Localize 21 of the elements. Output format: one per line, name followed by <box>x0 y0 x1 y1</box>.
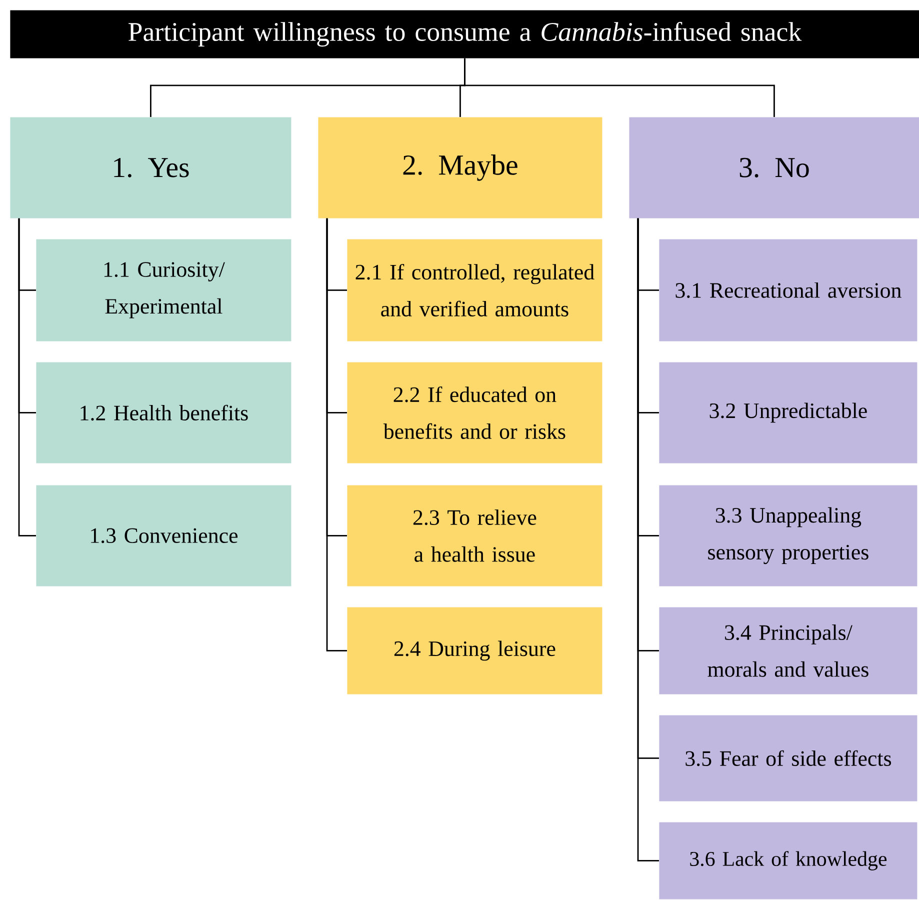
theme-box: 3.5 Fear of side effects <box>659 715 918 802</box>
theme-box: 2.3 To relieve a health issue <box>347 485 602 586</box>
title-bar: Participant willingness to consume a Cannabis-infused snack <box>10 10 919 58</box>
connector-line <box>326 218 347 652</box>
theme-box: 3.3 Unappealing sensory properties <box>659 485 918 586</box>
theme-box: 1.1 Curiosity/ Experimental <box>36 239 292 342</box>
theme-box: 2.4 During leisure <box>347 607 602 694</box>
theme-box: 1.2 Health benefits <box>36 362 292 464</box>
theme-box: 3.1 Recreational aversion <box>659 239 918 342</box>
category-box: 2. Maybe <box>318 117 602 218</box>
theme-box: 3.4 Principals/ morals and values <box>659 607 918 694</box>
theme-box: 3.6 Lack of knowledge <box>659 822 918 900</box>
category-box: 1. Yes <box>10 117 292 218</box>
category-box: 3. No <box>629 117 919 218</box>
theme-box: 3.2 Unpredictable <box>659 362 918 464</box>
theme-box: 2.1 If controlled, regulated and verified amounts <box>347 239 602 342</box>
theme-box: 1.3 Convenience <box>36 485 292 586</box>
theme-box: 2.2 If educated on benefits and or risks <box>347 362 602 464</box>
connector-line <box>464 58 775 117</box>
connector-line <box>18 218 36 536</box>
connector-line <box>637 218 659 862</box>
